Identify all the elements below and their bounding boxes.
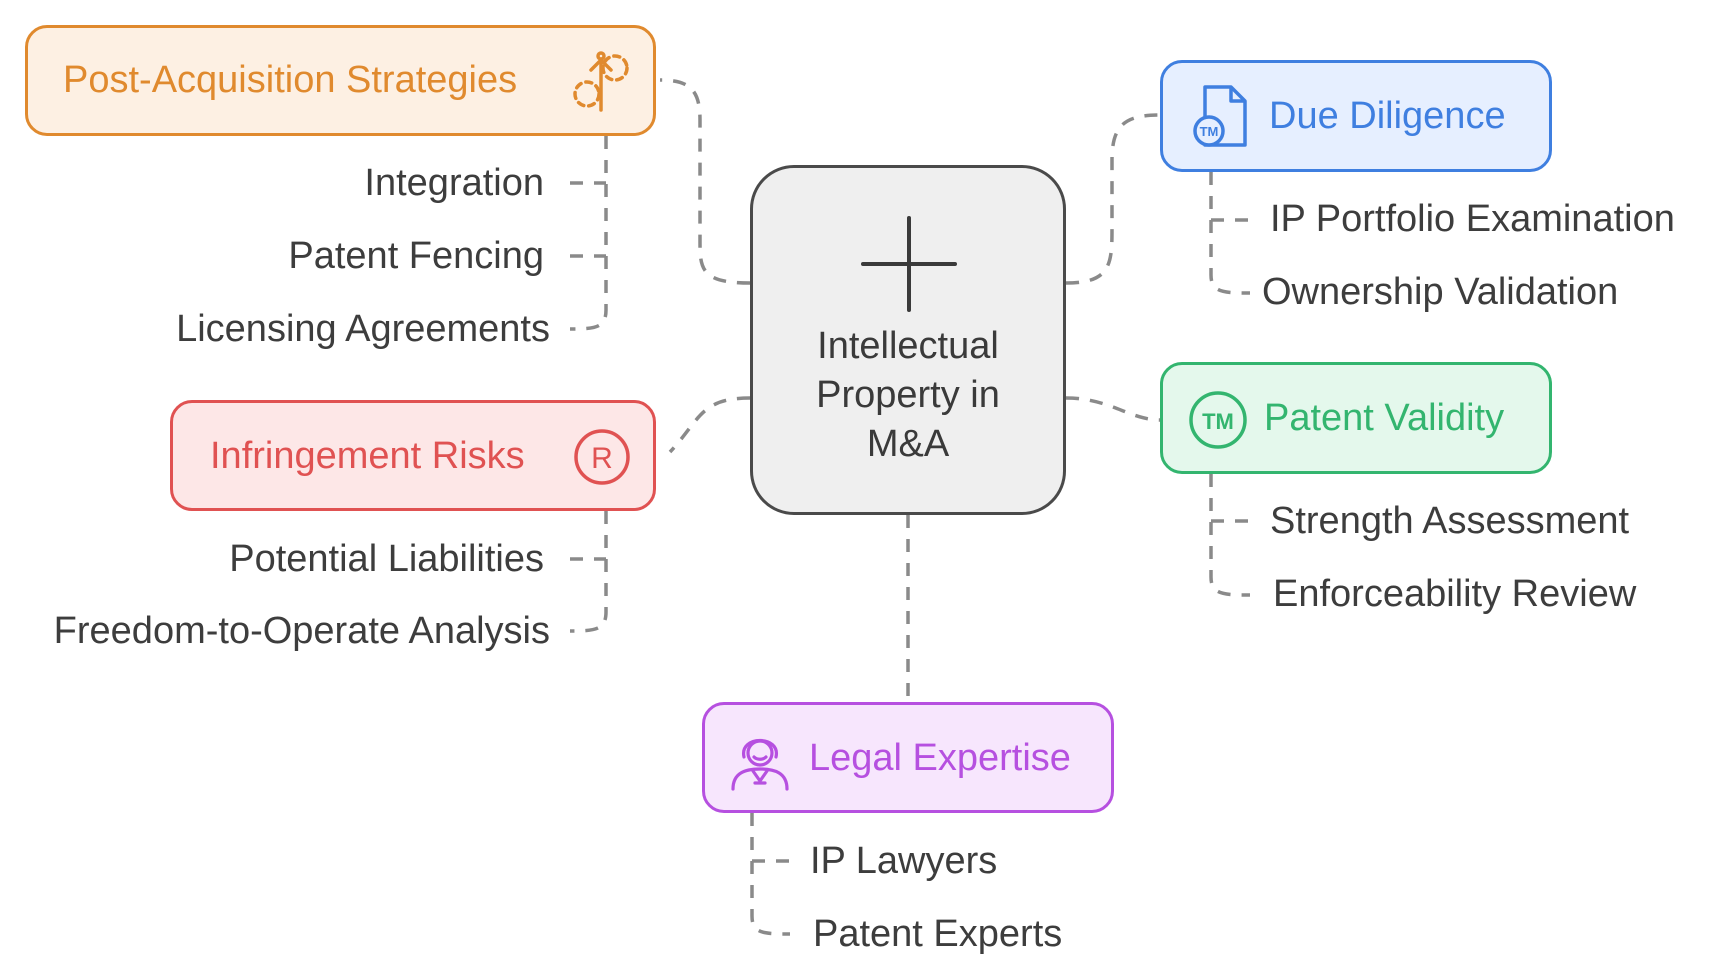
- link-legal-items: [750, 813, 791, 936]
- plus-icon: [861, 216, 957, 312]
- link-infringement-items: [569, 511, 608, 633]
- growth-arrow-icon: [573, 51, 629, 112]
- patent-validity-title: Patent Validity: [1264, 397, 1505, 439]
- legal-expertise-title: Legal Expertise: [809, 737, 1071, 779]
- link-center-due-diligence: [1065, 113, 1161, 285]
- item-enforceability-review: Enforceability Review: [1273, 573, 1637, 615]
- item-potential-liabilities: Potential Liabilities: [229, 538, 544, 580]
- item-licensing-agreements: Licensing Agreements: [176, 308, 550, 350]
- infringement-node[interactable]: Infringement Risks R: [170, 400, 656, 511]
- item-strength-assessment: Strength Assessment: [1270, 500, 1630, 542]
- svg-text:TM: TM: [1200, 124, 1219, 139]
- link-center-infringement: [668, 396, 751, 454]
- legal-expertise-node[interactable]: Legal Expertise: [702, 702, 1114, 813]
- link-patent-validity-items: [1209, 474, 1251, 597]
- patent-validity-node[interactable]: TM Patent Validity: [1160, 362, 1552, 474]
- due-diligence-node[interactable]: TM Due Diligence: [1160, 60, 1552, 172]
- center-title: Intellectual Property in M&A: [816, 325, 1000, 465]
- link-center-post-acquisition: [659, 78, 751, 285]
- post-acquisition-title: Post-Acquisition Strategies: [63, 59, 518, 101]
- link-post-acq-items: [569, 136, 608, 331]
- svg-text:R: R: [591, 442, 613, 475]
- infringement-title: Infringement Risks: [210, 435, 525, 477]
- item-ip-portfolio-examination: IP Portfolio Examination: [1270, 198, 1675, 240]
- trademark-document-icon: TM: [1193, 85, 1247, 147]
- item-patent-fencing: Patent Fencing: [288, 235, 544, 277]
- trademark-icon: TM: [1189, 391, 1247, 449]
- item-ownership-validation: Ownership Validation: [1262, 271, 1619, 313]
- item-integration: Integration: [364, 162, 544, 204]
- center-node[interactable]: Intellectual Property in M&A: [750, 165, 1066, 515]
- item-ip-lawyers: IP Lawyers: [810, 840, 998, 882]
- link-due-diligence-items: [1209, 172, 1251, 295]
- item-freedom-to-operate: Freedom-to-Operate Analysis: [53, 610, 550, 652]
- due-diligence-title: Due Diligence: [1269, 95, 1506, 137]
- post-acquisition-node[interactable]: Post-Acquisition Strategies: [25, 25, 656, 136]
- registered-icon: R: [574, 429, 630, 485]
- svg-text:TM: TM: [1202, 409, 1234, 434]
- link-center-patent-validity: [1065, 396, 1161, 422]
- item-patent-experts: Patent Experts: [813, 913, 1063, 955]
- lawyer-icon: [731, 738, 789, 791]
